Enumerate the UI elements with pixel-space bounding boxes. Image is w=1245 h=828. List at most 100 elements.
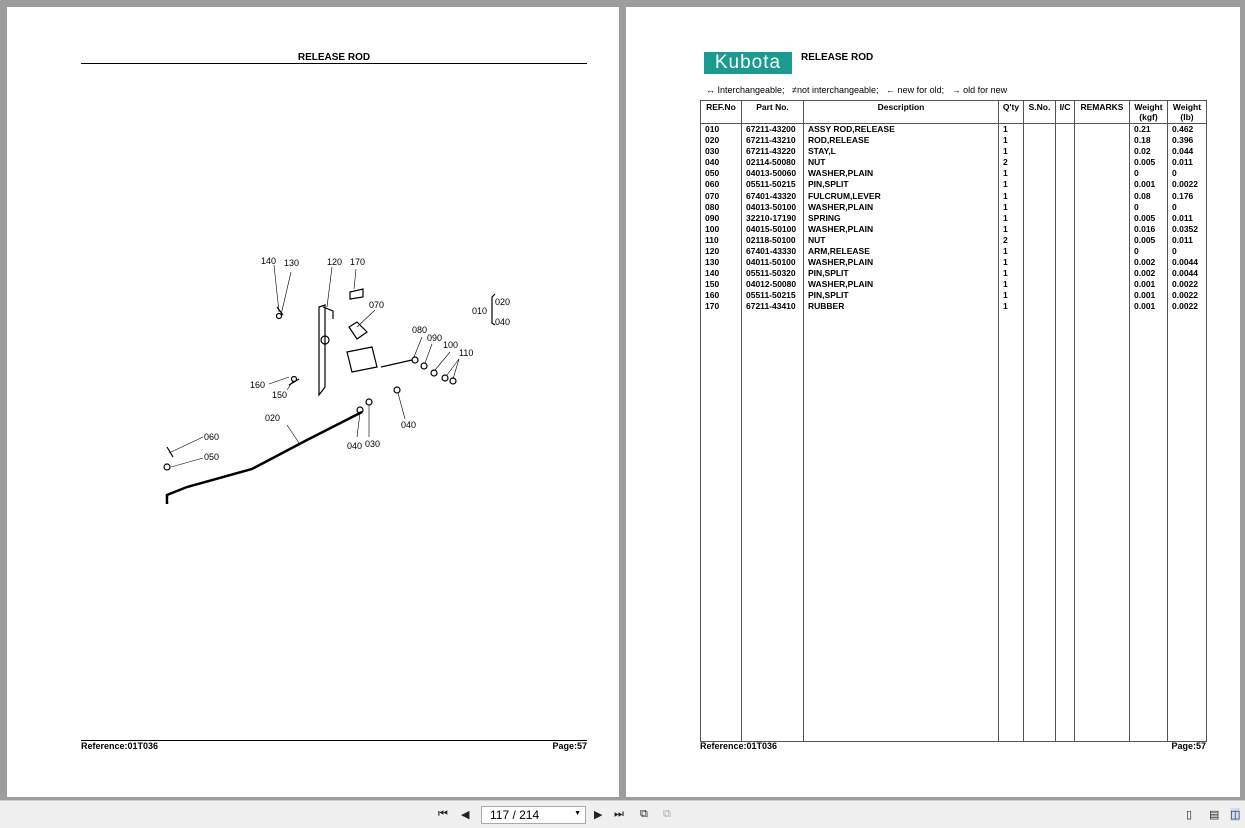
table-cell: ARM,RELEASE (803, 245, 999, 258)
table-cell (1023, 279, 1056, 291)
table-cell: 1 (998, 290, 1024, 302)
table-cell (1074, 245, 1130, 258)
table-cell: PIN,SPLIT (803, 290, 999, 302)
next-view-icon[interactable]: ⧉ (663, 808, 671, 820)
table-cell: 1 (998, 168, 1024, 180)
next-page-button[interactable]: ▶ (594, 809, 603, 821)
table-cell: 0.0022 (1167, 179, 1207, 191)
page-select[interactable]: 117 / 214▼ (481, 806, 586, 824)
table-cell: STAY,L (803, 146, 999, 158)
two-page-view-icon[interactable]: ◫ (1230, 808, 1241, 821)
table-cell: 67211-43210 (741, 135, 804, 147)
table-cell (1074, 257, 1130, 269)
table-cell: WASHER,PLAIN (803, 168, 999, 180)
table-cell: 0.005 (1129, 234, 1168, 246)
table-cell: 0 (1129, 168, 1168, 180)
table-cell (1167, 312, 1207, 742)
table-cell (1055, 290, 1075, 302)
reference: Reference:01T036 (81, 741, 159, 751)
callout-060: 060 (204, 432, 220, 442)
callout-130: 130 (284, 258, 300, 268)
table-cell: 010 (700, 123, 742, 135)
table-cell (1023, 212, 1056, 224)
table-cell: 030 (700, 146, 742, 158)
table-cell: WASHER,PLAIN (803, 257, 999, 269)
table-cell (1074, 268, 1130, 280)
table-cell: 090 (700, 212, 742, 224)
callout-170: 170 (350, 257, 366, 267)
table-cell: 1 (998, 301, 1024, 313)
table-cell: 67211-43220 (741, 146, 804, 158)
table-cell (1074, 123, 1130, 135)
table-cell: 140 (700, 268, 742, 280)
callout-020: 020 (265, 413, 281, 423)
table-cell: 0.21 (1129, 123, 1168, 135)
parts-title: RELEASE ROD (801, 52, 874, 63)
table-cell: 04015-50100 (741, 223, 804, 235)
table-cell: 160 (700, 290, 742, 302)
table-cell: 1 (998, 146, 1024, 158)
page-indicator: 117 / 214 (490, 808, 540, 822)
table-cell: 0.0022 (1167, 279, 1207, 291)
table-cell: 0.011 (1167, 212, 1207, 224)
callout-160: 160 (250, 380, 266, 390)
table-cell (1074, 157, 1130, 169)
table-cell (1055, 223, 1075, 235)
table-cell: 050 (700, 168, 742, 180)
first-page-button[interactable]: ⏮ (438, 808, 448, 820)
table-cell (1023, 301, 1056, 313)
table-cell: 04013-50100 (741, 201, 804, 213)
table-cell: 04013-50060 (741, 168, 804, 180)
table-cell (1023, 245, 1056, 258)
continuous-view-icon[interactable]: ▤ (1209, 809, 1220, 821)
previous-view-icon[interactable]: ⧉ (640, 808, 648, 820)
callout-040: 040 (401, 420, 417, 430)
table-cell (1023, 290, 1056, 302)
table-cell (1023, 146, 1056, 158)
table-cell: NUT (803, 157, 999, 169)
table-cell: 0.462 (1167, 123, 1207, 135)
table-cell: 2 (998, 157, 1024, 169)
table-cell: 0.011 (1167, 157, 1207, 169)
table-cell: 0.005 (1129, 212, 1168, 224)
table-cell: 02114-50080 (741, 157, 804, 169)
table-cell: 67401-43330 (741, 245, 804, 258)
left-page: RELEASE ROD (7, 7, 619, 797)
single-page-view-icon[interactable]: ▯ (1186, 809, 1193, 821)
exploded-diagram (163, 264, 496, 504)
previous-page-button[interactable]: ◀ (461, 809, 470, 821)
table-cell: 0.001 (1129, 179, 1168, 191)
table-cell (1055, 257, 1075, 269)
table-cell: 0.001 (1129, 301, 1168, 313)
callout-030: 030 (365, 439, 381, 449)
callout-080: 080 (412, 325, 428, 335)
right-page: Kubota RELEASE ROD ↔ Interchangeable; ≠n… (626, 7, 1240, 797)
table-cell: 0.016 (1129, 223, 1168, 235)
table-cell: 2 (998, 234, 1024, 246)
table-cell (1023, 168, 1056, 180)
page-number: Page:57 (552, 741, 587, 751)
table-cell: 100 (700, 223, 742, 235)
table-cell (1074, 179, 1130, 191)
footer-rule (81, 740, 587, 741)
table-cell: 0.0044 (1167, 257, 1207, 269)
column-header: I/C (1055, 100, 1075, 124)
column-header: Description (803, 100, 999, 124)
table-cell: 070 (700, 190, 742, 202)
last-page-button[interactable]: ⏭ (614, 808, 624, 820)
callout-090: 090 (427, 333, 443, 343)
column-header: REF.No (700, 100, 742, 124)
table-cell: 05511-50215 (741, 179, 804, 191)
table-cell: SPRING (803, 212, 999, 224)
table-cell (1023, 157, 1056, 169)
table-cell: 1 (998, 212, 1024, 224)
table-cell: 060 (700, 179, 742, 191)
